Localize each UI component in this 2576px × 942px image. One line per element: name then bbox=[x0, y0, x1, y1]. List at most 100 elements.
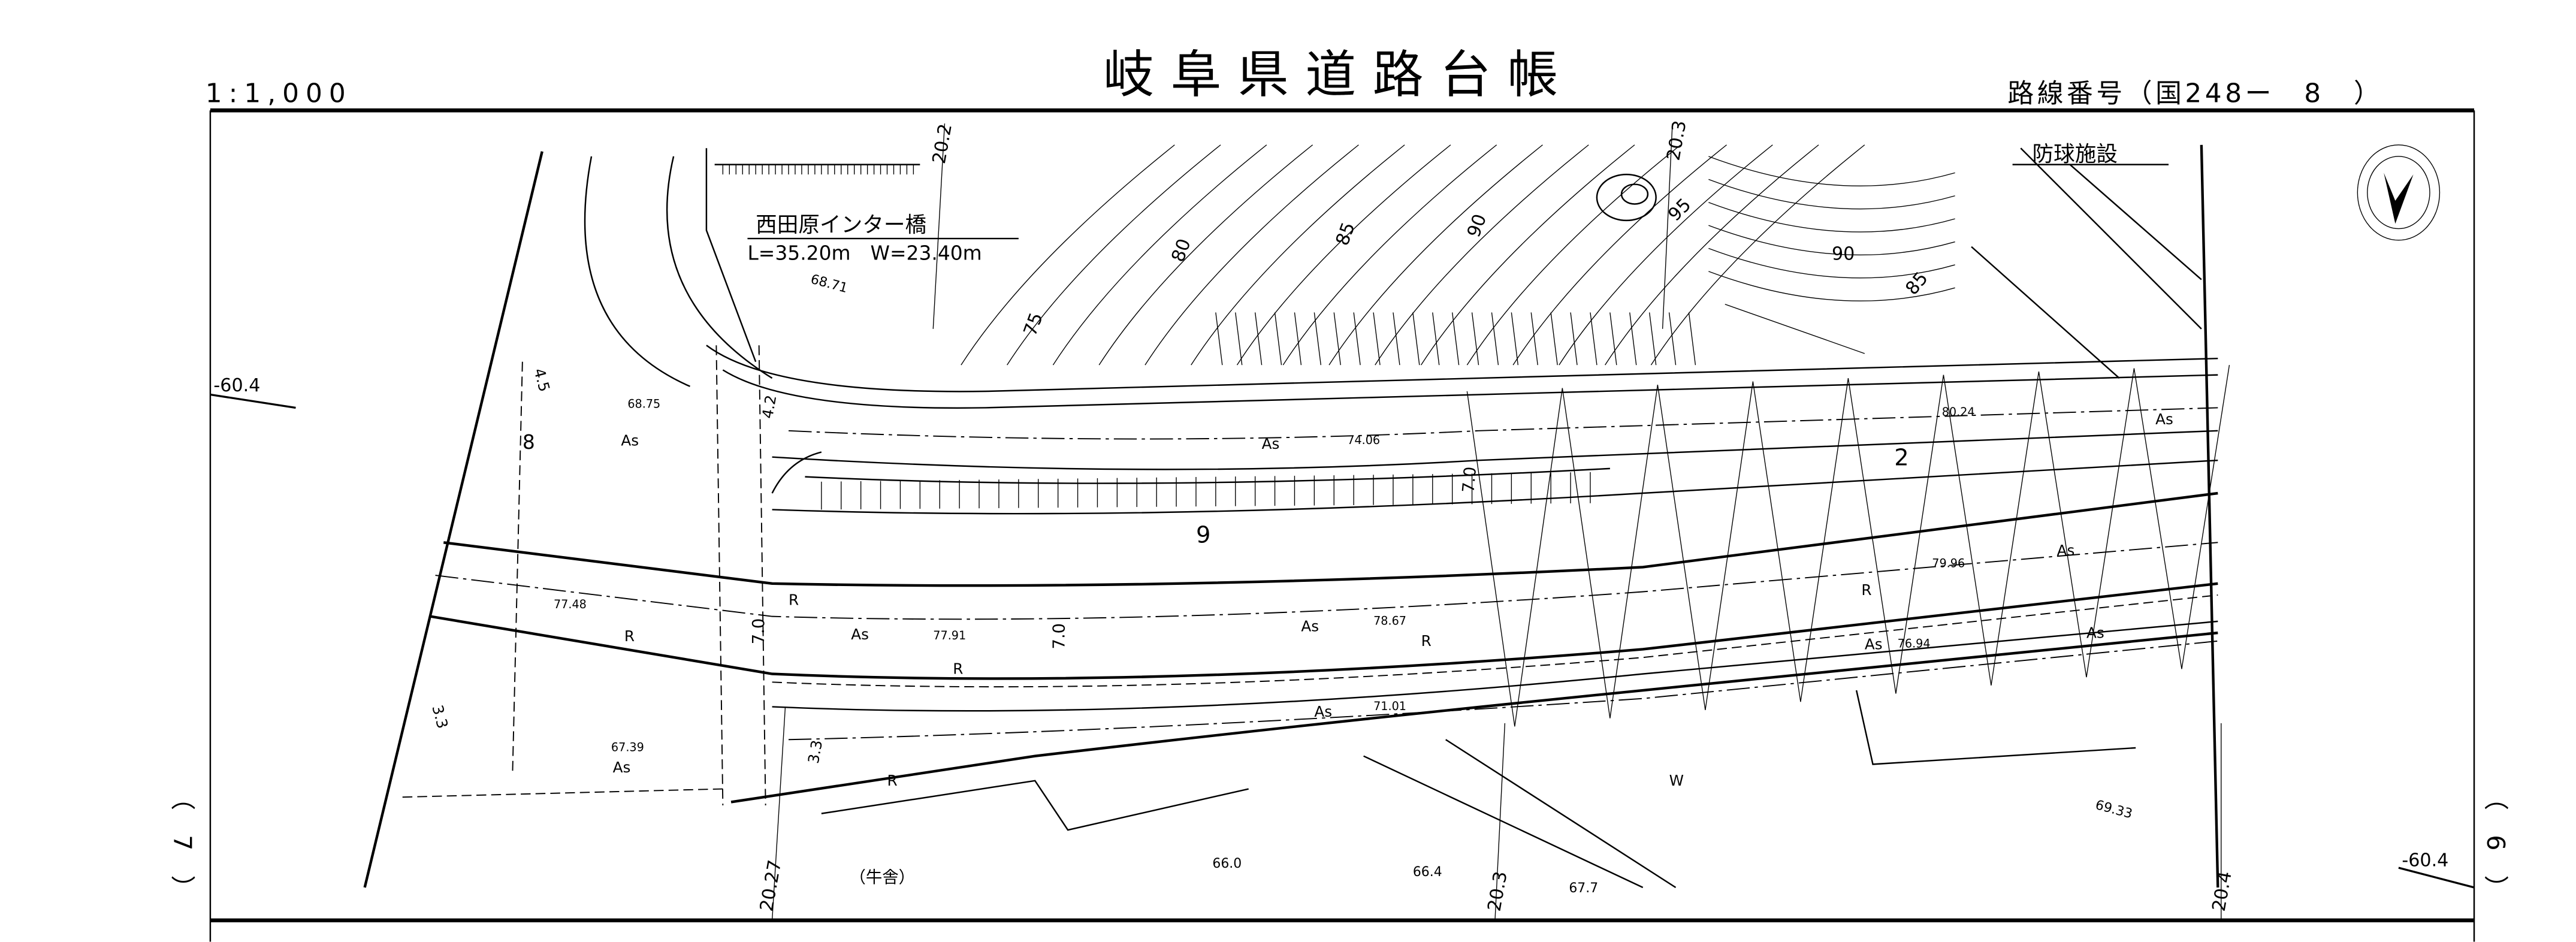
grid-value-right: -60.4 bbox=[2402, 850, 2448, 871]
lower-road-centerline bbox=[788, 640, 2218, 741]
contour-line bbox=[1144, 144, 1359, 366]
elevation: 67.7 bbox=[1569, 881, 1598, 896]
map-clip-left bbox=[363, 151, 543, 888]
contour-line bbox=[1052, 144, 1267, 366]
grid-value: 20.27 bbox=[756, 858, 786, 913]
marker-r: R bbox=[887, 772, 898, 789]
upper-road-centerline bbox=[788, 407, 2218, 440]
contour-label: 80 bbox=[1168, 236, 1195, 265]
elevation: 68.75 bbox=[627, 397, 660, 410]
surface-label: W bbox=[1669, 772, 1684, 789]
lower-road-edge bbox=[730, 631, 2218, 804]
elevation: 74.06 bbox=[1347, 433, 1380, 447]
ramp-curve bbox=[584, 156, 691, 387]
barn-label: （牛舎） bbox=[849, 868, 915, 887]
bracing-line bbox=[1562, 388, 1611, 718]
elevation: 76.94 bbox=[1898, 637, 1931, 651]
bracing-line bbox=[1991, 372, 2040, 686]
summit-contour bbox=[1620, 183, 1649, 205]
overpass-bracing bbox=[1466, 365, 2230, 727]
hatch-mark bbox=[1393, 312, 1400, 366]
cross-road-dashed bbox=[715, 345, 724, 805]
grid-line bbox=[1662, 123, 1673, 329]
surface-label: As bbox=[851, 626, 869, 643]
surface-label: As bbox=[1865, 635, 1883, 653]
marker-r: R bbox=[1861, 581, 1871, 599]
hatch-mark bbox=[1274, 312, 1282, 366]
bracing-line bbox=[2133, 368, 2182, 669]
facility-line bbox=[2020, 147, 2202, 330]
slope-top bbox=[805, 467, 1610, 484]
contour-lines bbox=[961, 144, 1955, 366]
width-label: 3.3 bbox=[428, 703, 451, 730]
contour-line bbox=[1191, 144, 1405, 366]
bracing-line bbox=[1847, 378, 1896, 694]
hatch-mark bbox=[1609, 312, 1617, 366]
bracing-line bbox=[1752, 381, 1801, 702]
elevation: 77.91 bbox=[933, 629, 966, 642]
north-arrow-icon bbox=[2357, 144, 2441, 241]
surface-label: As bbox=[1301, 617, 1319, 635]
elevation: 77.48 bbox=[554, 597, 587, 611]
hatch-mark bbox=[1511, 312, 1519, 366]
contour-line bbox=[1708, 202, 1955, 233]
surface-label: As bbox=[1262, 435, 1280, 452]
grid-tick-left bbox=[210, 393, 296, 409]
elevation: 66.0 bbox=[1212, 856, 1242, 871]
grid-value: 20.4 bbox=[2209, 869, 2236, 913]
contour-line bbox=[1708, 247, 1955, 279]
map-clip-right bbox=[2200, 144, 2219, 888]
contour-line bbox=[1605, 144, 1819, 366]
bracing-line bbox=[2181, 365, 2230, 669]
upper-road-edge bbox=[772, 430, 2218, 470]
hatch-mark bbox=[1688, 312, 1696, 366]
grid-value: 20.2 bbox=[929, 122, 956, 165]
marker-r: R bbox=[953, 660, 963, 678]
map-labels: 西田原インター橋 L=35.20m W=23.40m 防球施設 （牛舎） -60… bbox=[213, 119, 2448, 913]
contour-line bbox=[1559, 144, 1773, 366]
hatch-mark bbox=[1412, 312, 1420, 366]
contour-line bbox=[1007, 144, 1221, 366]
facility-label: 防球施設 bbox=[2032, 142, 2118, 167]
hatch-mark bbox=[1294, 312, 1302, 366]
surface-label: As bbox=[2086, 624, 2104, 641]
upper-road-edge bbox=[722, 369, 2218, 409]
hatch-mark bbox=[1254, 312, 1263, 366]
contour-line bbox=[1708, 271, 1955, 301]
contour-line bbox=[1421, 144, 1635, 366]
contour-edge bbox=[1725, 304, 1865, 354]
cross-road-dashed bbox=[512, 361, 523, 773]
contour-line bbox=[1282, 144, 1497, 366]
grid-line bbox=[1494, 723, 1506, 920]
hatch-mark bbox=[1648, 312, 1657, 366]
marker-r: R bbox=[789, 591, 799, 608]
elevation: 79.96 bbox=[1932, 556, 1965, 570]
facility-line bbox=[2069, 164, 2202, 280]
contour-label: 90 bbox=[1463, 212, 1491, 240]
grid-value: 20.3 bbox=[1663, 119, 1690, 162]
slope-bottom bbox=[772, 459, 2218, 515]
surface-label: As bbox=[621, 432, 639, 449]
surface-label: As bbox=[2155, 410, 2173, 428]
main-road-edge bbox=[430, 582, 2218, 680]
bridge-name: 西田原インター橋 bbox=[756, 213, 926, 237]
adjacent-sheet-right: （ 6 ） bbox=[2481, 786, 2510, 900]
contour-line bbox=[1466, 144, 1681, 366]
elevation: 67.39 bbox=[611, 740, 644, 754]
width-label: 7.0 bbox=[1050, 623, 1069, 650]
bracing-line bbox=[2038, 372, 2087, 678]
contour-line bbox=[1328, 144, 1543, 366]
grid-line bbox=[771, 707, 786, 920]
scale-label: 1:1,000 bbox=[206, 78, 352, 108]
hatch-mark bbox=[1570, 312, 1578, 366]
grid-line bbox=[932, 123, 946, 329]
culvert-dashed bbox=[402, 788, 723, 798]
bracing-line bbox=[1609, 384, 1659, 718]
sheet-title: 岐阜県道路台帳 bbox=[1103, 46, 1575, 105]
facility-line bbox=[1971, 246, 2120, 379]
elevation: 80.24 bbox=[1942, 405, 1975, 419]
contour-line bbox=[1098, 144, 1313, 366]
hatch-mark bbox=[1333, 312, 1341, 366]
contour-line bbox=[961, 144, 1175, 366]
bracing-line bbox=[1514, 388, 1563, 727]
